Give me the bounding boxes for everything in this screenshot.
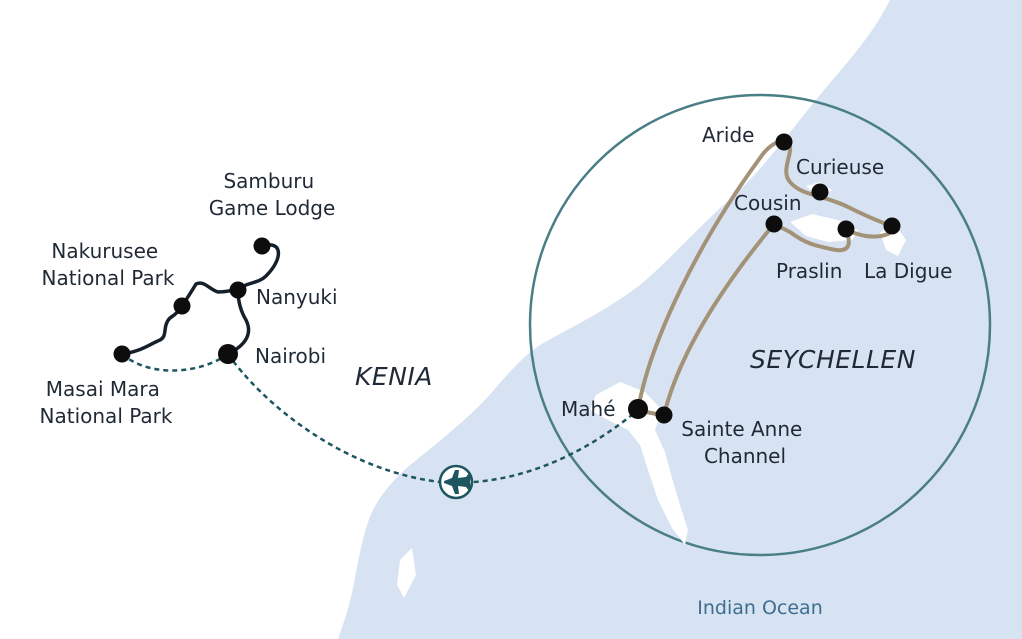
seychelles-inset-circle: [528, 93, 992, 557]
marker-mahe: [628, 399, 648, 419]
marker-aride: [775, 133, 793, 151]
label-sainte-anne: Sainte Anne Channel: [681, 417, 808, 468]
label-curieuse: Curieuse: [796, 155, 884, 179]
coastal-island: [397, 548, 416, 598]
label-masai-mara: Masai Mara National Park: [40, 377, 173, 428]
label-nanyuki: Nanyuki: [256, 285, 338, 309]
label-samburu: Samburu Game Lodge: [209, 169, 336, 220]
marker-praslin: [837, 220, 855, 238]
label-mahe: Mahé: [561, 397, 616, 421]
region-seychelles: SEYCHELLEN: [750, 345, 916, 374]
markers: [113, 133, 901, 424]
marker-nairobi: [218, 344, 238, 364]
marker-curieuse: [811, 183, 829, 201]
marker-sainte-anne: [655, 406, 673, 424]
sea: [338, 0, 1022, 639]
region-kenya: KENIA: [355, 362, 433, 391]
ocean-label: Indian Ocean: [697, 597, 823, 619]
marker-cousin: [765, 215, 783, 233]
label-aride: Aride: [702, 123, 754, 147]
marker-nanyuki: [229, 281, 247, 299]
label-praslin: Praslin: [776, 259, 842, 283]
label-la-digue: La Digue: [864, 259, 952, 283]
label-cousin: Cousin: [734, 191, 802, 215]
flight-marker: [438, 464, 474, 500]
label-nairobi: Nairobi: [255, 344, 326, 368]
marker-masai-mara: [113, 345, 131, 363]
marker-nakuru: [173, 297, 191, 315]
kenya-dotted-route: [121, 352, 229, 372]
kenya-land-route: [120, 243, 281, 356]
label-nakuru: Nakurusee National Park: [42, 239, 175, 290]
airplane-icon: [444, 470, 471, 494]
mahe-island: [590, 382, 688, 545]
marker-samburu: [253, 237, 271, 255]
marker-la-digue: [883, 217, 901, 235]
